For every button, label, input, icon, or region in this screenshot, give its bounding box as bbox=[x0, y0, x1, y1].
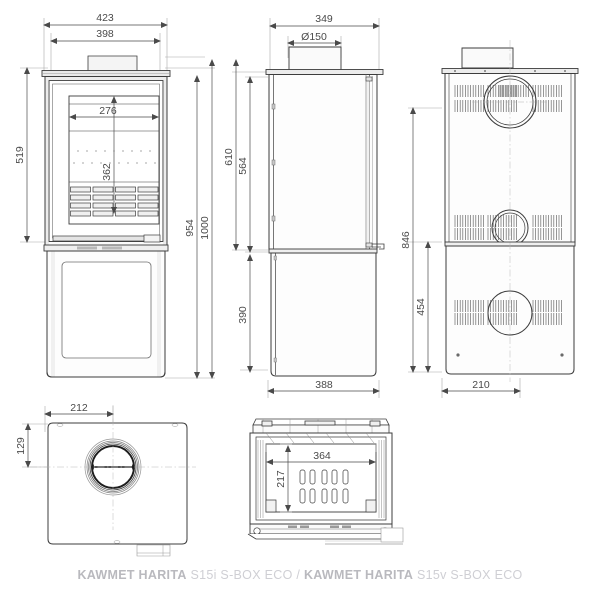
front-door-handle bbox=[52, 234, 161, 243]
dimension-846: 846 bbox=[400, 107, 416, 373]
dimension-label-564: 564 bbox=[237, 157, 249, 175]
dimension-label-217: 217 bbox=[275, 470, 287, 488]
view-top: 212 129 bbox=[15, 402, 196, 557]
dimension-564: 564 bbox=[237, 76, 253, 253]
view-firebox-section: 364 217 bbox=[247, 418, 404, 545]
dimension-label-362: 362 bbox=[101, 163, 113, 181]
caption-brand-1: KAWMET HARITA bbox=[77, 568, 187, 582]
dimension-label-610: 610 bbox=[223, 148, 235, 166]
top-centerlines bbox=[30, 405, 196, 530]
side-firebox-body bbox=[268, 74, 385, 250]
section-firebox-opening bbox=[265, 443, 377, 513]
caption-model-1: S15i S-BOX ECO bbox=[190, 568, 293, 582]
dimension-1000: 1000 bbox=[199, 59, 215, 379]
view-rear-elevation: 846 454 210 bbox=[400, 40, 579, 398]
dimension-label-954: 954 bbox=[184, 219, 196, 237]
dimension-label-846: 846 bbox=[400, 231, 412, 249]
dimension-label-212: 212 bbox=[70, 402, 88, 414]
section-handle bbox=[325, 527, 404, 545]
dimension-398: 398 bbox=[50, 28, 161, 44]
dimension-362: 362 bbox=[101, 96, 117, 214]
dimension-label-1000: 1000 bbox=[199, 216, 211, 240]
front-mid-plate bbox=[43, 244, 169, 252]
front-top-plate bbox=[41, 70, 171, 77]
side-base-cabinet bbox=[270, 252, 377, 377]
front-firebed-texture bbox=[73, 150, 156, 164]
dimension-954: 954 bbox=[184, 75, 200, 379]
dimension-210: 210 bbox=[441, 379, 521, 394]
dimension-label-454: 454 bbox=[415, 298, 427, 316]
dimension-388: 388 bbox=[267, 379, 380, 394]
dimension-flue-150: Ø150 bbox=[287, 31, 342, 46]
dimension-label-398: 398 bbox=[96, 28, 114, 40]
dimension-label-390: 390 bbox=[237, 306, 249, 324]
top-plate-outline bbox=[47, 422, 188, 545]
dimension-label-210: 210 bbox=[472, 379, 490, 391]
side-flue-collar bbox=[283, 46, 347, 71]
caption-model-2: S15v S-BOX ECO bbox=[416, 568, 523, 582]
dimension-label-519: 519 bbox=[14, 146, 26, 164]
dimension-610: 610 bbox=[223, 59, 239, 251]
dimension-label-388: 388 bbox=[315, 379, 333, 391]
view-front-elevation: 423 398 bbox=[14, 12, 215, 379]
top-rear-bracket bbox=[136, 544, 171, 557]
dimension-454: 454 bbox=[415, 241, 431, 373]
rear-lower-panel-bolts bbox=[456, 353, 564, 357]
caption-separator: / bbox=[296, 568, 301, 582]
dimension-label-349: 349 bbox=[315, 13, 333, 25]
drawing-caption: KAWMET HARITA S15i S-BOX ECO / KAWMET HA… bbox=[0, 568, 600, 582]
view-side-elevation: 349 Ø150 bbox=[223, 13, 385, 398]
dimension-label-129: 129 bbox=[15, 437, 27, 455]
rear-lower-outlet bbox=[487, 290, 533, 336]
section-corner-tabs bbox=[265, 499, 377, 513]
dimension-217: 217 bbox=[275, 445, 291, 512]
dimension-423: 423 bbox=[43, 12, 168, 28]
rear-top-plate-studs bbox=[454, 70, 566, 72]
dimension-label-150: Ø150 bbox=[301, 31, 327, 43]
dimension-390: 390 bbox=[237, 254, 253, 373]
dimension-label-423: 423 bbox=[96, 12, 114, 24]
rear-flue-collar bbox=[461, 47, 514, 69]
front-flue-collar bbox=[86, 55, 139, 72]
section-top-rails bbox=[252, 418, 390, 434]
side-top-plate bbox=[265, 69, 384, 75]
dimension-349: 349 bbox=[269, 13, 380, 29]
dimension-212: 212 bbox=[44, 402, 114, 417]
section-grate-bars bbox=[299, 469, 349, 504]
front-base-cabinet bbox=[46, 250, 166, 378]
dimension-519: 519 bbox=[14, 67, 30, 243]
section-bottom-apron bbox=[247, 523, 395, 540]
side-mid-plate bbox=[268, 248, 378, 254]
caption-brand-2: KAWMET HARITA bbox=[303, 568, 414, 582]
dimension-label-364: 364 bbox=[313, 450, 331, 462]
dimension-129: 129 bbox=[15, 423, 31, 468]
